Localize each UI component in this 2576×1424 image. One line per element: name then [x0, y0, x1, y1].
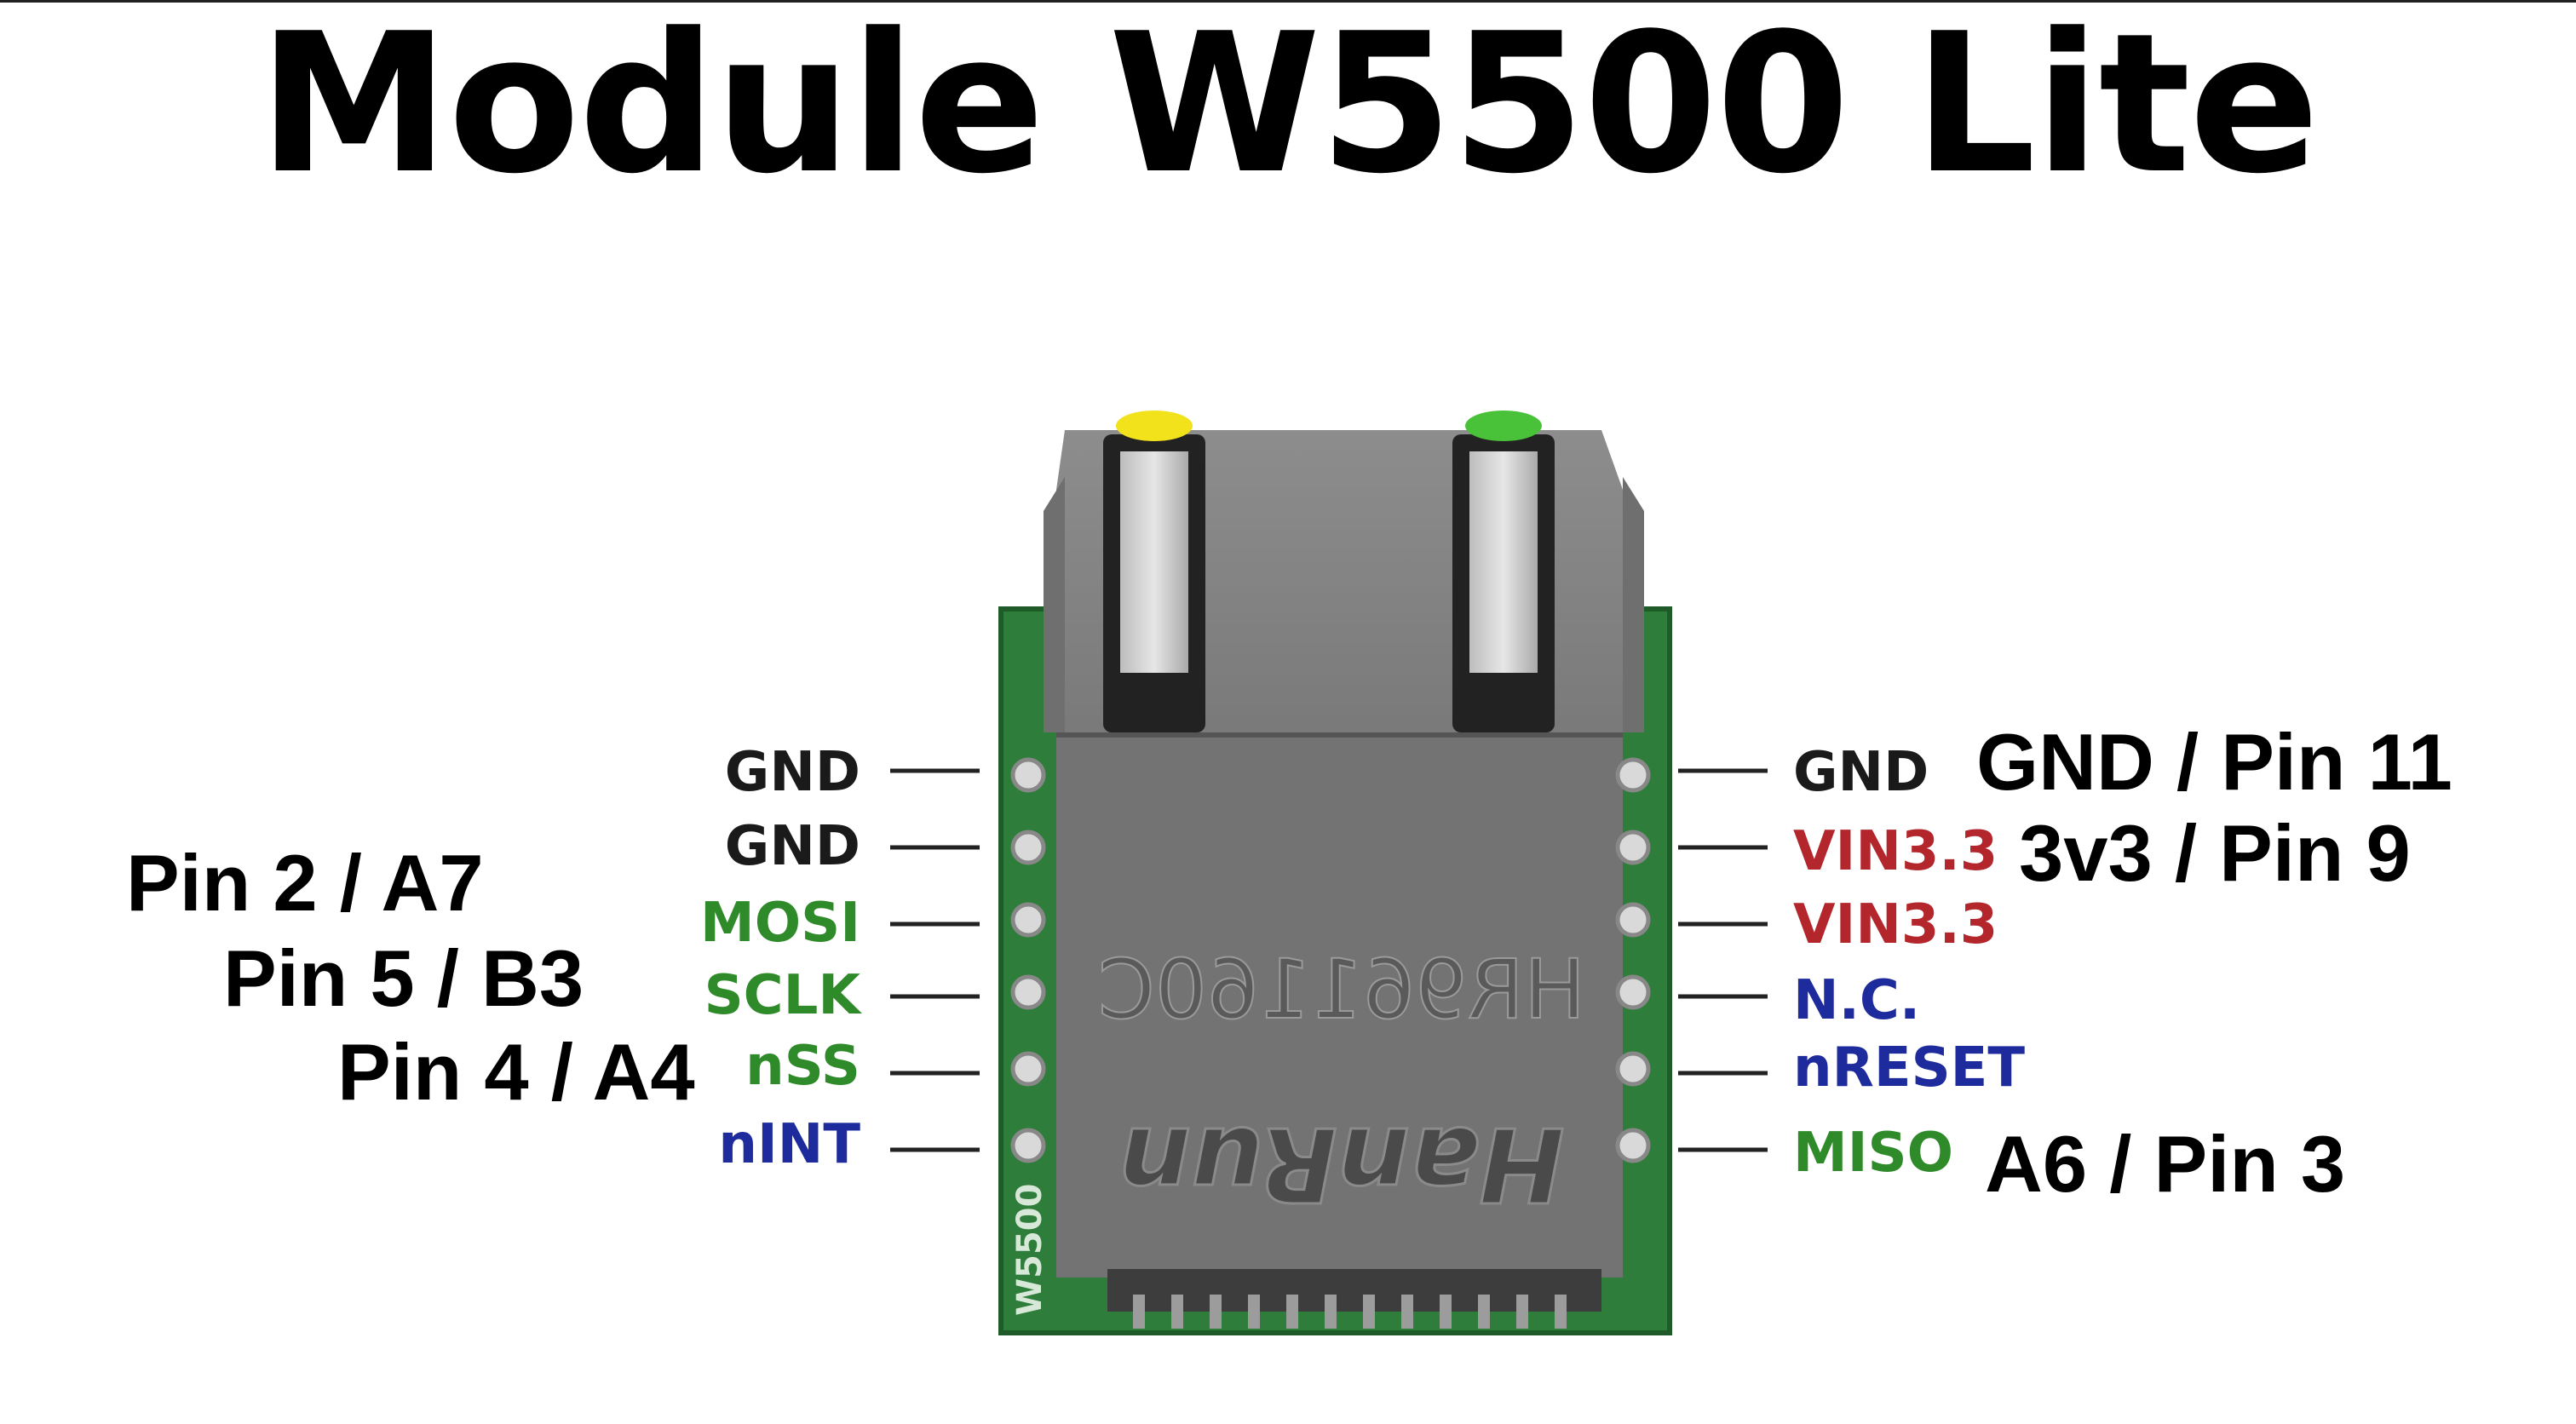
jack-marking: HR961160C — [1098, 942, 1585, 1037]
left-pin-headers — [1010, 757, 1046, 1163]
led-green — [1465, 411, 1542, 441]
left-pin-nint: nINT — [718, 1113, 860, 1176]
rj45-jack — [1044, 411, 1644, 1329]
right-pin-vin33-1: VIN3.3 — [1793, 820, 1998, 883]
led-yellow — [1116, 411, 1193, 441]
right-pin-nreset: nRESET — [1793, 1036, 2026, 1100]
left-pin-mosi: MOSI — [700, 892, 860, 955]
left-pin-gnd-2: GND — [724, 815, 860, 878]
annotation-pin4-a4: Pin 4 / A4 — [337, 1027, 695, 1117]
top-border — [0, 0, 2576, 3]
right-pin-nc: N.C. — [1793, 969, 1921, 1032]
right-pin-miso: MISO — [1793, 1122, 1953, 1185]
board-marking: W5500 — [1010, 1184, 1049, 1316]
left-pin-nss: nSS — [745, 1035, 860, 1098]
annotation-3v3-pin9: 3v3 / Pin 9 — [2019, 808, 2411, 898]
left-pin-gnd-1: GND — [724, 741, 860, 804]
right-pin-vin33-2: VIN3.3 — [1793, 893, 1998, 956]
annotation-pin5-b3: Pin 5 / B3 — [223, 933, 584, 1023]
annotation-a6-pin3: A6 / Pin 3 — [1985, 1119, 2346, 1209]
annotation-gnd-pin11: GND / Pin 11 — [1976, 717, 2452, 807]
right-pin-gnd: GND — [1793, 741, 1929, 804]
left-pin-sclk: SCLK — [704, 964, 860, 1027]
annotation-pin2-a7: Pin 2 / A7 — [126, 838, 484, 927]
right-leader-lines — [1678, 768, 1768, 1152]
brand-logo: HanRun — [1118, 1104, 1565, 1222]
right-pin-headers — [1615, 757, 1651, 1163]
left-leader-lines — [890, 768, 980, 1152]
page-title: Module W5500 Lite — [257, 0, 2320, 216]
